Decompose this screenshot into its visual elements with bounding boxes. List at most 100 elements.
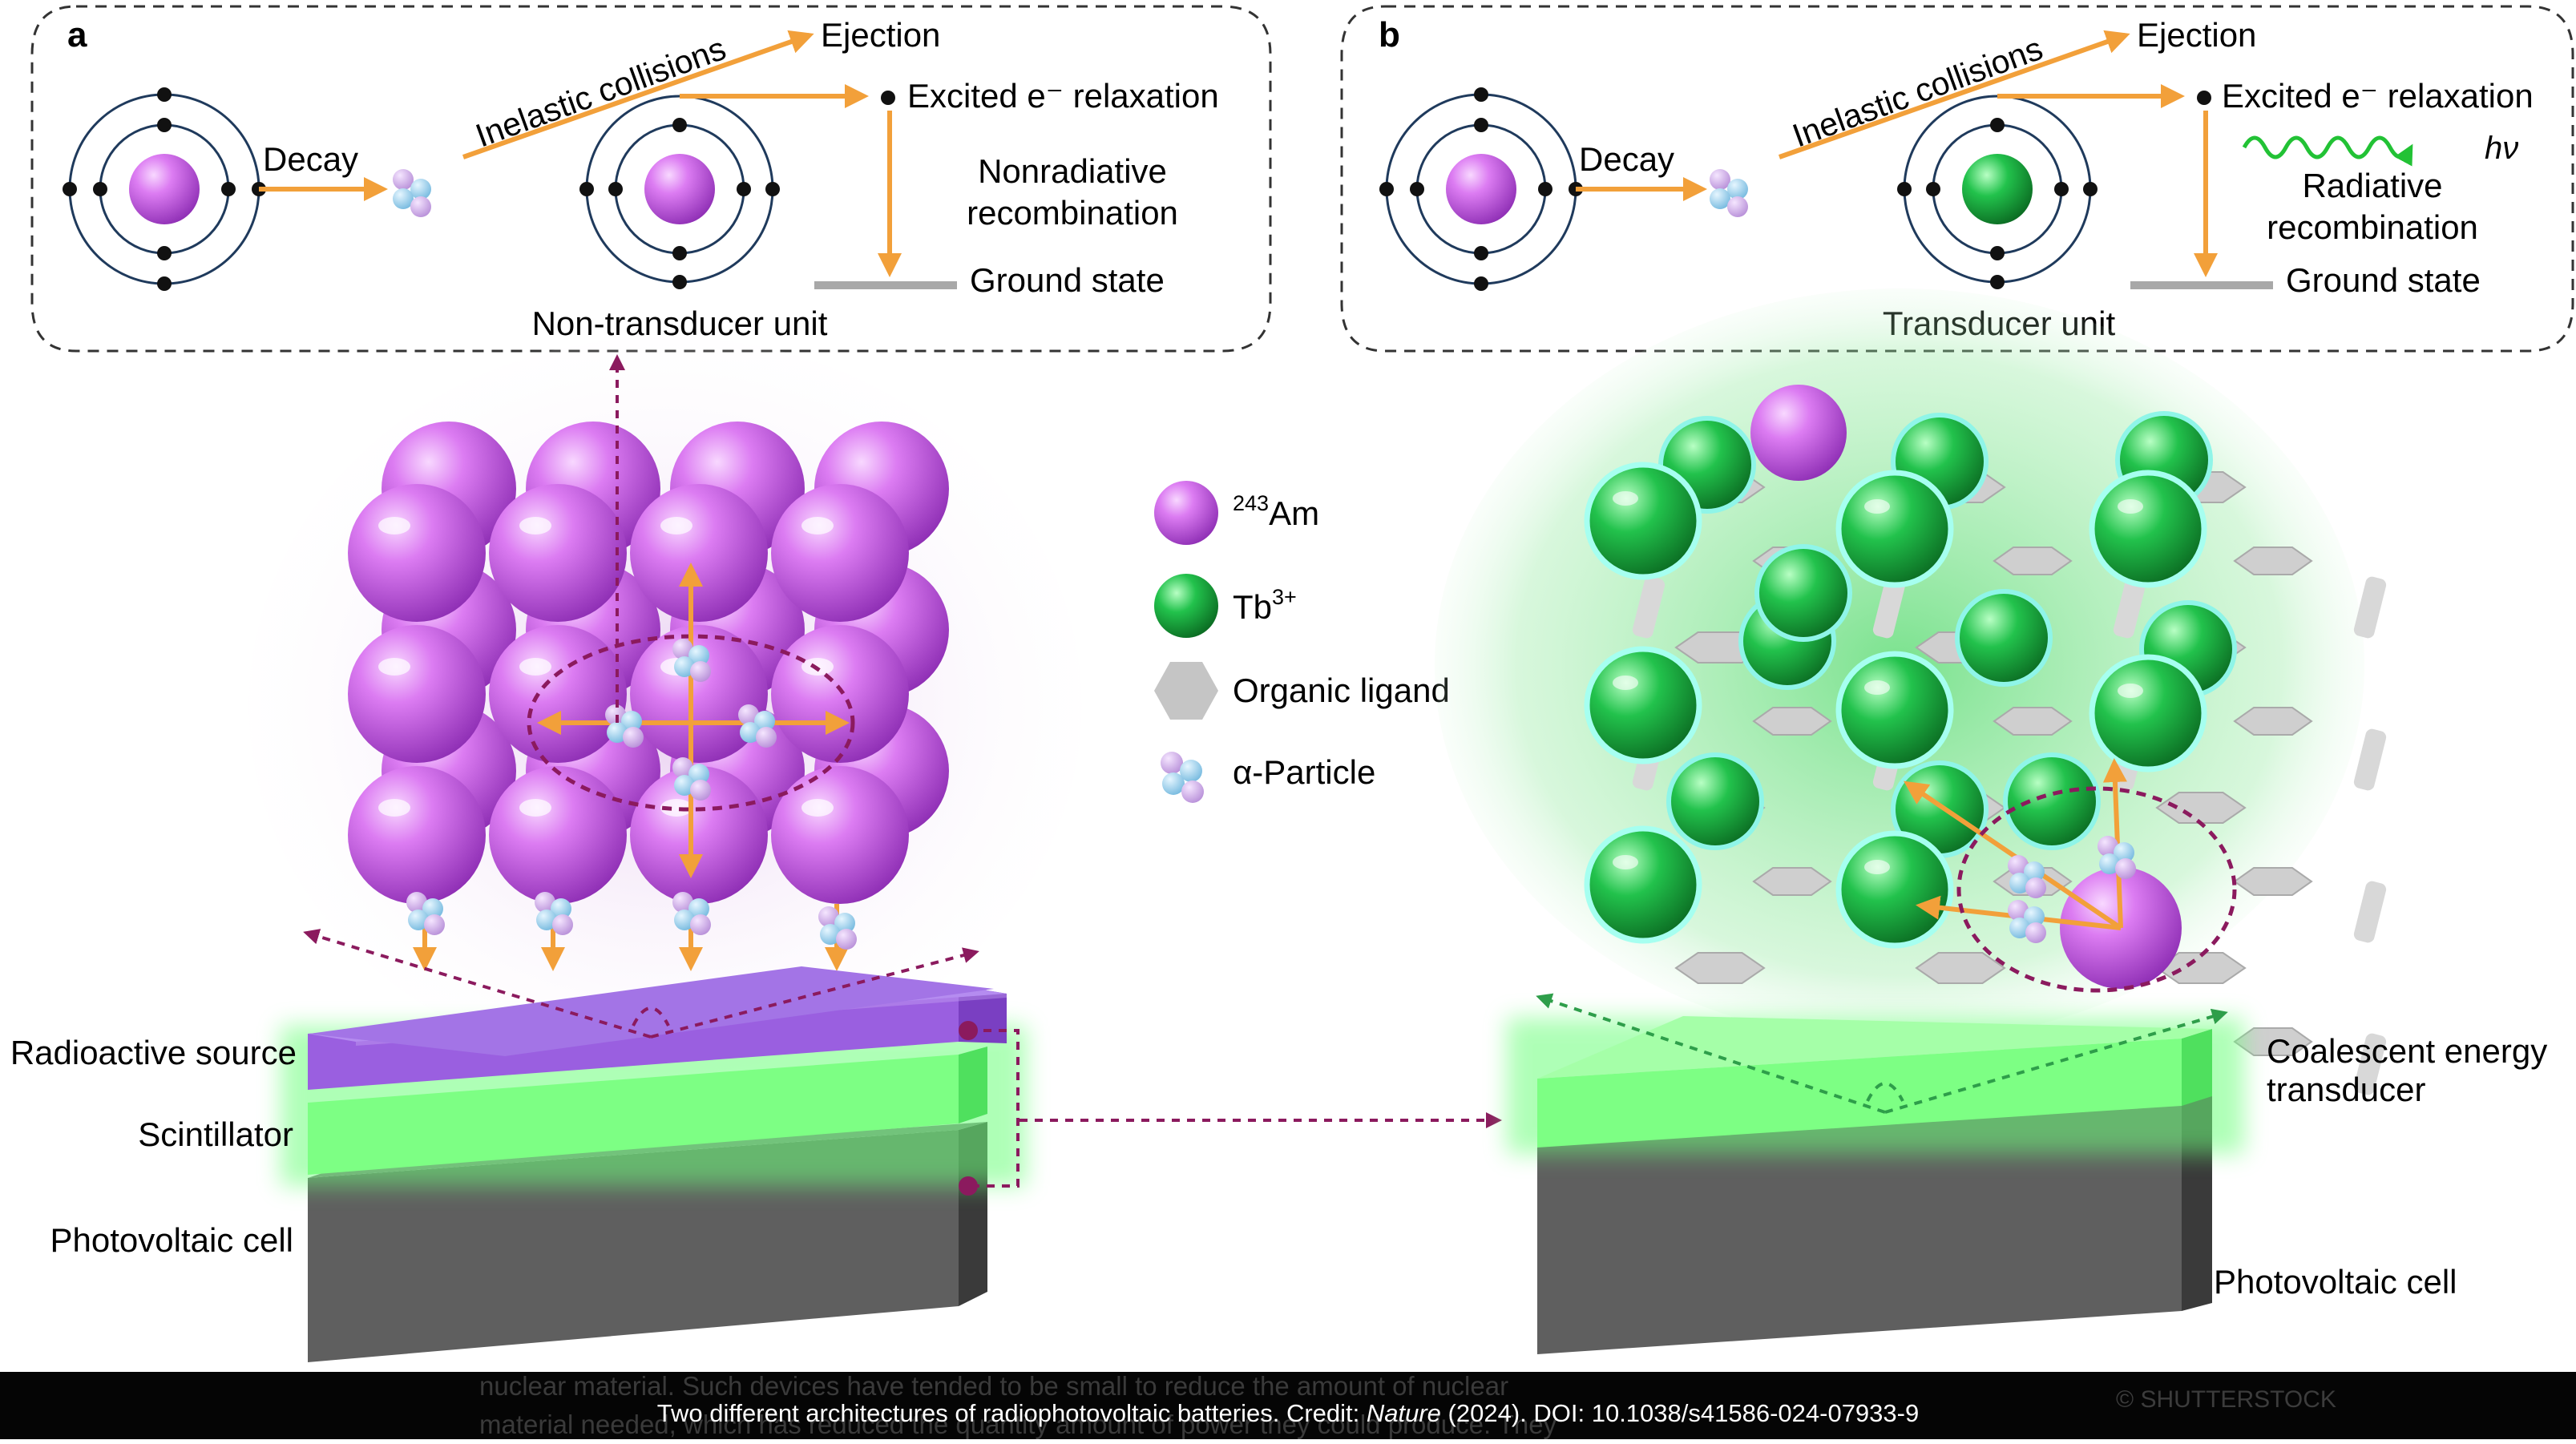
alpha-particle-icon-b (1710, 169, 1748, 217)
legend-ligand-label: Organic ligand (1233, 672, 1450, 709)
americium-atom (489, 484, 627, 622)
legend-americium-label: 243Am (1233, 491, 1319, 532)
alpha-particle (2098, 836, 2136, 879)
ground-state-label: Ground state (970, 261, 1165, 299)
terbium-ion (2089, 470, 2207, 588)
legend-terbium-label: Tb3+ (1233, 585, 1297, 626)
excited-label: Excited e⁻ relaxation (907, 77, 1219, 115)
decay-label-b: Decay (1579, 140, 1674, 178)
organic-ligand (2155, 952, 2247, 984)
americium-atom (630, 484, 768, 622)
coalescent-transducer (1537, 1016, 2212, 1148)
alpha-particle (2008, 855, 2046, 898)
terbium-ion (1835, 830, 1954, 949)
alpha-particle-emitted (818, 906, 857, 950)
panel-a-letter: a (67, 15, 87, 54)
americium-atom (489, 625, 627, 763)
panel-b-letter: b (1379, 15, 1400, 54)
excited-label-b: Excited e⁻ relaxation (2222, 77, 2534, 115)
alpha-particle (672, 639, 711, 682)
legend-alpha-label: α-Particle (1233, 753, 1375, 791)
alpha-particle-emitted (535, 892, 573, 935)
radioactive-source-label: Radioactive source (10, 1034, 297, 1071)
legend-americium-swatch (1154, 481, 1218, 545)
americium-guest-top (1750, 385, 1847, 481)
scintillator-label: Scintillator (138, 1115, 293, 1153)
radiative-label-2: recombination (2267, 208, 2478, 246)
terbium-framework (1435, 288, 2387, 1095)
photovoltaic-cell-label-right: Photovoltaic cell (2214, 1263, 2457, 1301)
ground-state-label-b: Ground state (2286, 261, 2481, 299)
terbium-ion (1584, 462, 1702, 580)
terbium-ion (2003, 752, 2101, 850)
legend: 243Am Tb3+ Organic ligand α-Particle (1154, 481, 1450, 803)
alpha-particle (738, 704, 777, 748)
terbium-ion (2089, 654, 2207, 772)
alpha-particle-emitted (672, 892, 711, 935)
alpha-particle (605, 704, 644, 748)
background-article-text: nuclear material. Such devices have tend… (479, 1367, 1682, 1444)
coalescent-label-1: Coalescent energy (2267, 1032, 2547, 1070)
device-stack-right: Coalescent energy transducer Photovoltai… (1507, 993, 2547, 1354)
atom-americium-decaying-b (1379, 87, 1583, 291)
non-transducer-unit-label: Non-transducer unit (532, 305, 828, 342)
alpha-particle-emitted (406, 892, 445, 935)
americium-atom (630, 625, 768, 763)
organic-ligand (2233, 1027, 2313, 1056)
panel-a-dashed-frame (30, 5, 1272, 353)
americium-atom (348, 484, 486, 622)
organic-ligand (1674, 952, 1766, 984)
organic-ligand (2233, 547, 2313, 575)
device-stack-left: Radioactive source Scintillator Photovol… (10, 929, 1502, 1362)
ejection-label: Ejection (821, 16, 940, 54)
background-line-1: nuclear material. Such devices have tend… (479, 1371, 1509, 1401)
organic-ligand (2233, 867, 2313, 896)
organic-ligand (1915, 952, 2006, 984)
credit-journal[interactable]: Nature (1366, 1399, 1441, 1427)
coalescent-label-2: transducer (2267, 1071, 2425, 1108)
americium-atom (489, 766, 627, 904)
scintillator-left (308, 1047, 987, 1175)
panel-b-dashed-frame (1340, 5, 2574, 353)
terbium-ion (1754, 544, 1852, 642)
terbium-ion (1955, 589, 2053, 687)
atom-terbium (1897, 95, 2098, 289)
inelastic-label: Inelastic collisions (470, 30, 730, 154)
organic-ligand (2233, 707, 2313, 736)
organic-ligand (1993, 707, 2073, 736)
americium-atom (348, 625, 486, 763)
americium-crystal-lattice (248, 337, 1082, 1074)
alpha-particle (672, 757, 711, 801)
ejection-label-b: Ejection (2137, 16, 2256, 54)
nonradiative-label-1: Nonradiative (978, 152, 1167, 190)
inelastic-label-b: Inelastic collisions (1787, 30, 2047, 154)
caption-bar (0, 1372, 2576, 1439)
nonradiative-label-2: recombination (967, 194, 1178, 232)
inelastic-arrow-b (1779, 30, 2130, 159)
americium-atom (348, 766, 486, 904)
watermark: © SHUTTERSTOCK (2116, 1386, 2336, 1413)
organic-ligand (1993, 547, 2073, 575)
interaction-zone-right (1956, 786, 2237, 993)
atom-americium-ionized (579, 95, 780, 289)
background-line-2: material needed, which has reduced the q… (479, 1410, 1557, 1439)
organic-ligand (2155, 792, 2247, 824)
photovoltaic-cell-label-left: Photovoltaic cell (50, 1221, 294, 1259)
terbium-ion (1666, 752, 1764, 850)
americium-atom (771, 484, 909, 622)
terbium-ion (1584, 825, 1702, 944)
decay-label: Decay (263, 140, 358, 178)
photon-wave (2242, 135, 2413, 167)
alpha-particle (2008, 900, 2046, 943)
organic-ligand (1752, 867, 1832, 896)
terbium-ion (1584, 646, 1702, 764)
americium-atom (771, 766, 909, 904)
organic-ligand (1752, 707, 1832, 736)
excited-electron-b (2197, 91, 2211, 105)
legend-terbium-swatch (1154, 574, 1218, 638)
inelastic-arrow (462, 30, 814, 159)
americium-atom (771, 625, 909, 763)
photon-label: hν (2485, 131, 2518, 166)
excited-electron (881, 91, 895, 105)
